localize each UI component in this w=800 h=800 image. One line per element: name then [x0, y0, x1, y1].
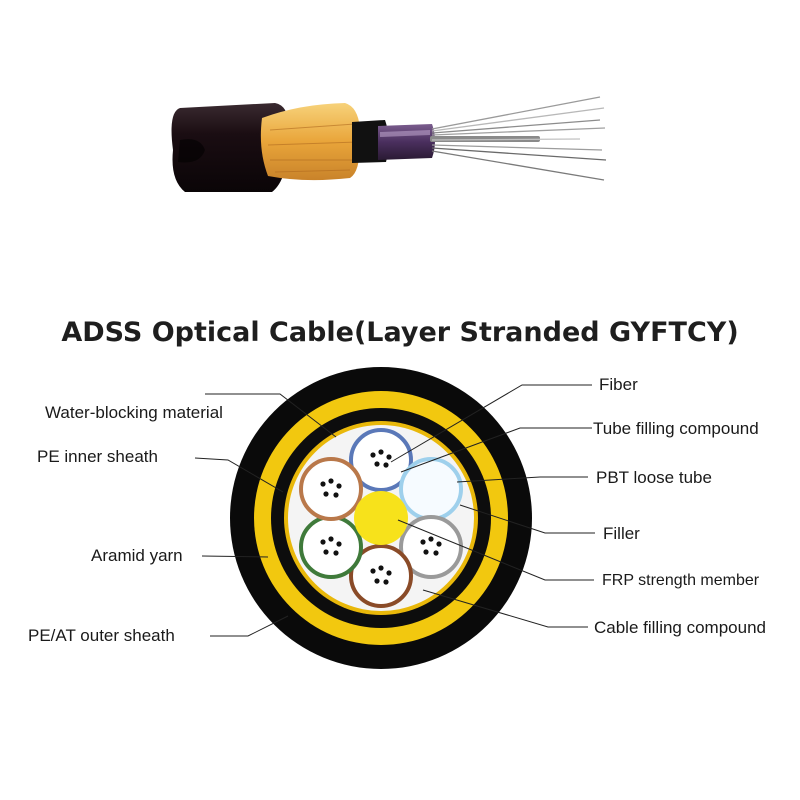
leader-aramid [201, 555, 269, 558]
pbt-loose-tube-green [299, 515, 363, 579]
label-fiber: Fiber [599, 375, 638, 394]
leader-cable-filling [422, 589, 588, 628]
label-frp: FRP strength member [602, 572, 760, 589]
leader-outer-sheath [210, 615, 289, 637]
label-tube-filling: Tube filling compound [593, 419, 759, 438]
loose-tube-bundle [378, 124, 435, 160]
pbt-loose-tube-lightblue [399, 457, 463, 521]
right-labels: Fiber Tube filling compound PBT loose tu… [593, 375, 766, 637]
cable-cross-section [230, 367, 532, 669]
pbt-loose-tube-blue [349, 428, 413, 492]
cable-side-view [171, 96, 607, 192]
label-outer-sheath: PE/AT outer sheath [28, 626, 175, 645]
fiber-dots [320, 449, 442, 585]
frp-strength-member [354, 491, 408, 545]
leader-water-blocking [205, 393, 337, 438]
left-labels: Water-blocking material PE inner sheath … [28, 403, 223, 645]
label-cable-filling: Cable filling compound [594, 618, 766, 637]
label-pbt-loose-tube: PBT loose tube [596, 468, 712, 487]
label-pe-inner-sheath: PE inner sheath [37, 447, 158, 466]
leader-fiber [390, 384, 592, 463]
aramid-yarn-segment [260, 103, 361, 181]
pbt-loose-tube-gray [399, 515, 463, 579]
label-aramid-yarn: Aramid yarn [91, 546, 183, 565]
jacket-groove [178, 139, 205, 163]
tube-highlight [380, 130, 430, 137]
outer-jacket-segment [171, 103, 289, 192]
label-filler: Filler [603, 524, 640, 543]
optical-fibers [431, 96, 607, 181]
leader-frp [397, 519, 594, 581]
leader-filler [459, 504, 595, 534]
pbt-loose-tube-brown [349, 544, 413, 608]
leader-pe-inner [194, 457, 284, 493]
label-water-blocking: Water-blocking material [45, 403, 223, 422]
diagram-title: ADSS Optical Cable(Layer Stranded GYFTCY… [61, 317, 738, 348]
leader-pbt-tube [456, 476, 588, 483]
leader-tube-filling [400, 427, 592, 473]
yarn-strand-lines [267, 123, 359, 173]
leader-lines [194, 384, 595, 637]
pbt-loose-tube-orange [299, 457, 363, 521]
